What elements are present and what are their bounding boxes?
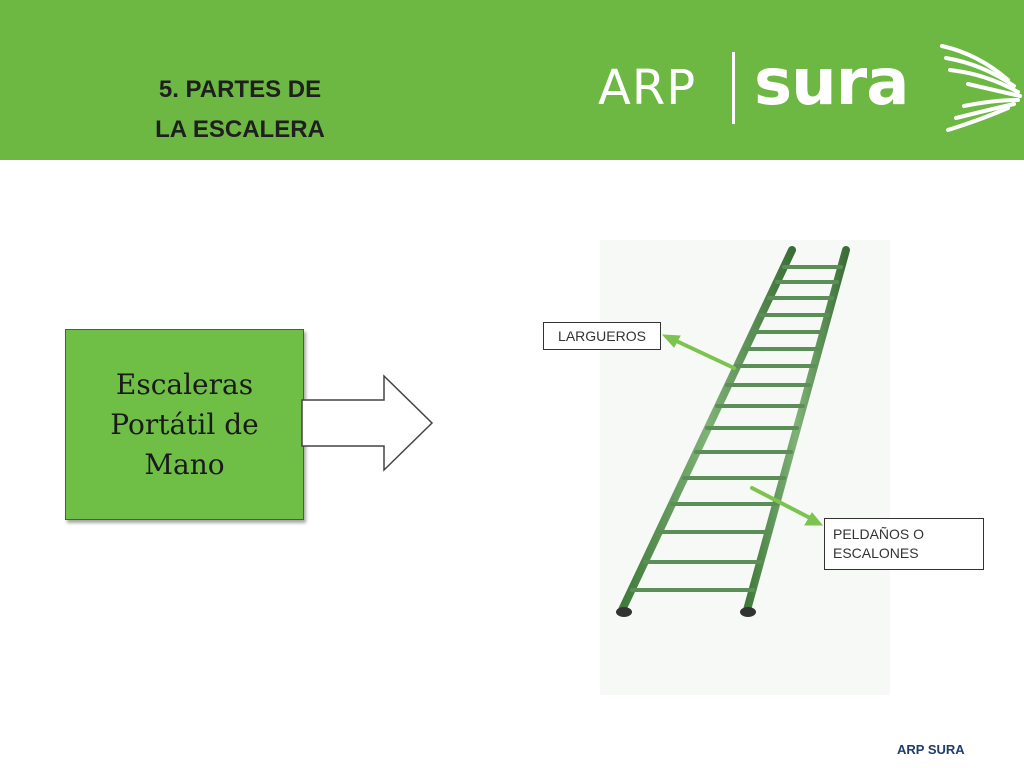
- ladder-type-label: Escaleras Portátil de Mano: [110, 367, 259, 481]
- right-arrow-icon: [301, 374, 434, 472]
- logo-arp-text: ARP: [598, 60, 697, 116]
- callout-peldanos: PELDAÑOS O ESCALONES: [824, 518, 984, 570]
- slide-title: 5. PARTES DE LA ESCALERA: [110, 70, 370, 150]
- ladder-image: [600, 240, 890, 695]
- ladder-type-box: Escaleras Portátil de Mano: [65, 329, 304, 520]
- header-bar: 5. PARTES DE LA ESCALERA ARP sura: [0, 0, 1024, 160]
- wing-icon: [940, 44, 1022, 132]
- title-line-2: LA ESCALERA: [155, 116, 325, 143]
- callout-largueros: LARGUEROS: [543, 322, 661, 350]
- title-line-1: 5. PARTES DE: [158, 76, 322, 103]
- logo-sura-text: sura: [754, 46, 909, 120]
- callout-pointers: [661, 334, 824, 526]
- footer-brand: ARP SURA: [897, 742, 965, 757]
- arp-sura-logo: ARP sura: [598, 40, 1022, 132]
- logo-divider: [732, 52, 735, 124]
